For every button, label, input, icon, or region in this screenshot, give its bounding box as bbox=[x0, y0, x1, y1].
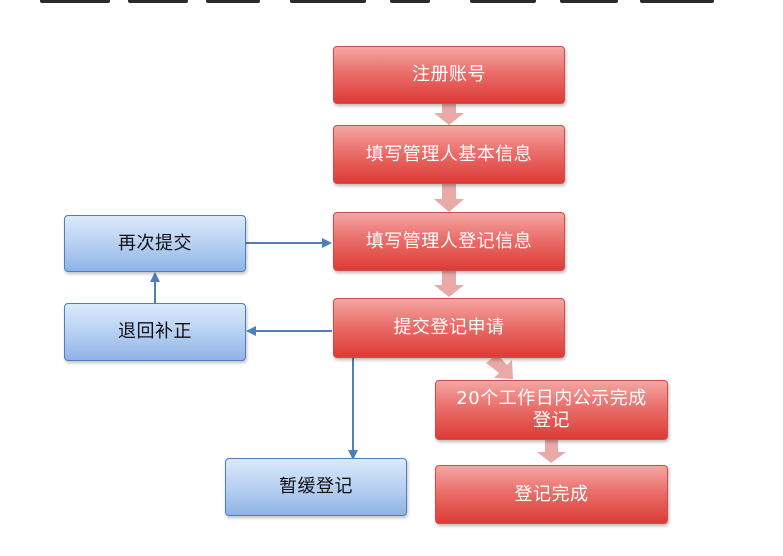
register-account-step: 注册账号 bbox=[333, 46, 565, 104]
arrow-basic-to-registration-info bbox=[434, 184, 464, 212]
submit-registration-application-label: 提交登记申请 bbox=[393, 317, 505, 338]
register-account-label: 注册账号 bbox=[412, 64, 486, 85]
cropped-text-strip bbox=[0, 0, 783, 8]
arrow-publicity-to-complete bbox=[537, 440, 566, 463]
suspend-registration-label: 暂缓登记 bbox=[279, 476, 353, 497]
publicity-complete-step: 20个工作日内公示完成 登记 bbox=[435, 380, 668, 440]
arrow-registration-info-to-submit bbox=[434, 271, 464, 297]
return-for-correction-step: 退回补正 bbox=[64, 303, 246, 361]
return-for-correction-label: 退回补正 bbox=[118, 321, 192, 342]
fill-manager-basic-info-label: 填写管理人基本信息 bbox=[365, 143, 533, 165]
fill-manager-basic-info-step: 填写管理人基本信息 bbox=[333, 125, 565, 184]
registration-complete-label: 登记完成 bbox=[514, 483, 589, 505]
submit-registration-application-step: 提交登记申请 bbox=[333, 298, 565, 358]
arrow-register-to-basic-info bbox=[434, 104, 464, 125]
fill-manager-registration-info-step: 填写管理人登记信息 bbox=[333, 212, 565, 271]
suspend-registration-step: 暂缓登记 bbox=[225, 458, 407, 516]
publicity-label-line2: 登记 bbox=[533, 410, 570, 431]
fill-manager-registration-info-label: 填写管理人登记信息 bbox=[365, 230, 533, 252]
registration-complete-step: 登记完成 bbox=[435, 465, 668, 524]
publicity-label-line1: 20个工作日内公示完成 bbox=[456, 388, 647, 409]
arrow-submit-to-publicity bbox=[486, 354, 513, 379]
resubmit-label: 再次提交 bbox=[118, 232, 192, 254]
resubmit-step: 再次提交 bbox=[64, 215, 246, 272]
